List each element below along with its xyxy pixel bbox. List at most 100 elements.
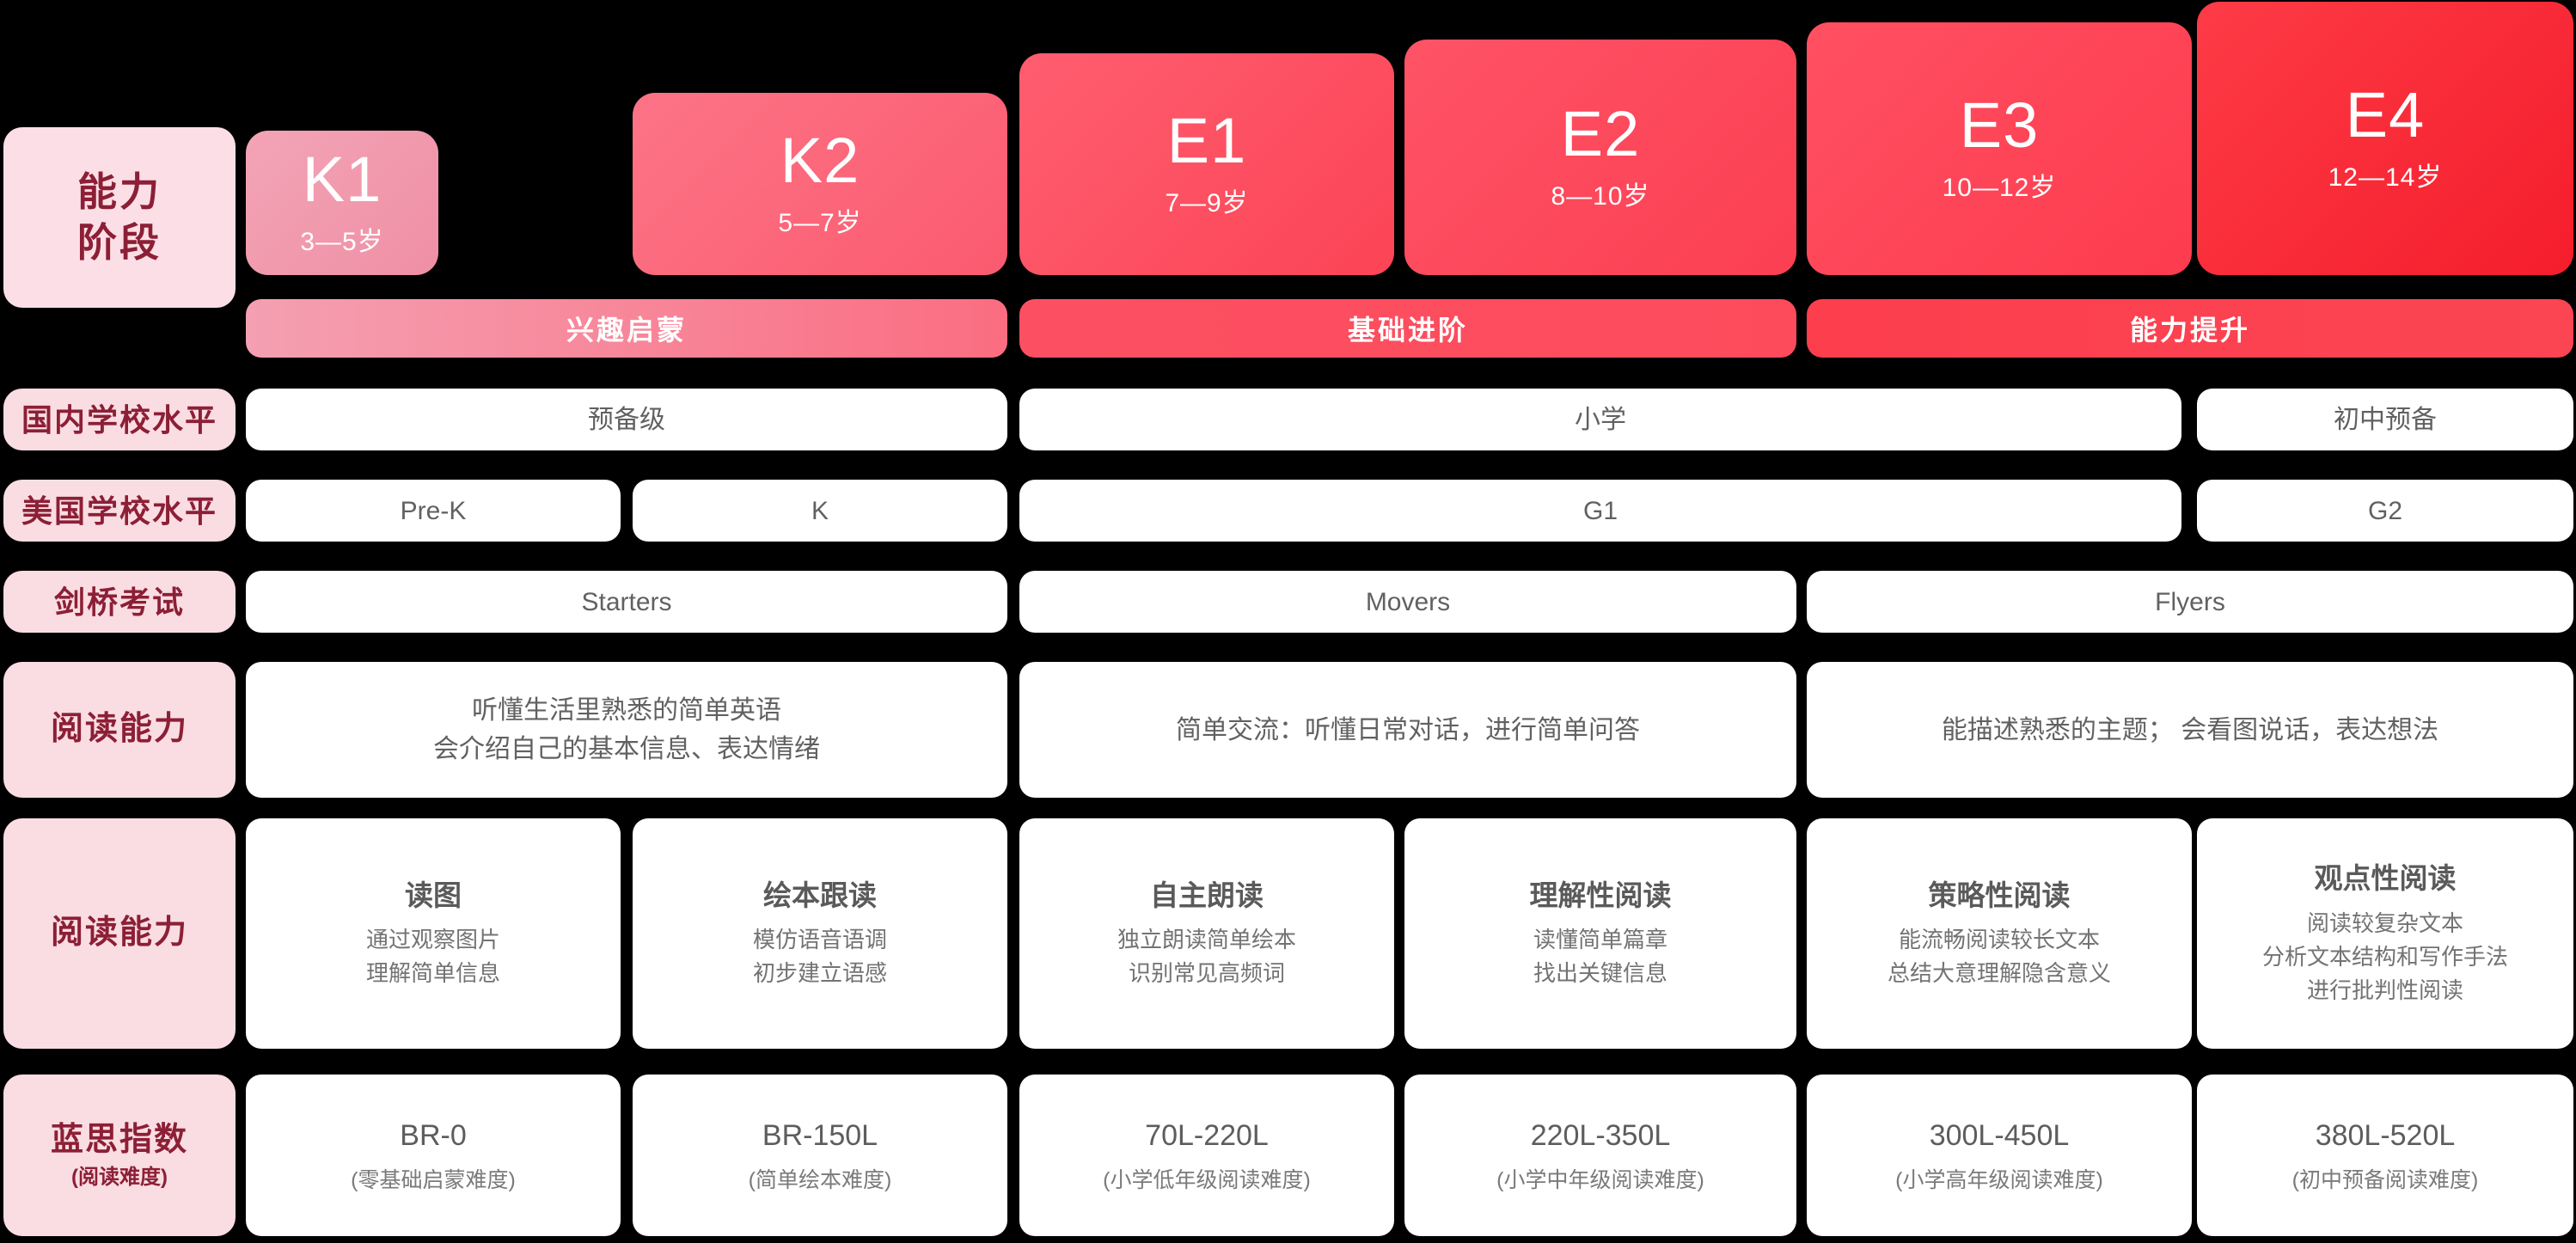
cell-us-g2: G2: [2197, 480, 2573, 542]
cell-us-prek: Pre-K: [246, 480, 621, 542]
stage-code: E1: [1166, 105, 1247, 176]
cell-title: 理解性阅读: [1529, 879, 1672, 911]
cell-value: 预备级: [588, 405, 665, 434]
cell-value: K: [811, 496, 829, 525]
cell-value: 能描述熟悉的主题； 会看图说话，表达想法: [1941, 715, 2439, 744]
group-band-label: 能力提升: [2129, 315, 2250, 346]
stage-code: E3: [1959, 89, 2040, 161]
cell-lexile-k2: BR-150L (简单绘本难度): [633, 1075, 1007, 1236]
group-band-foundation: 基础进阶: [1019, 299, 1796, 358]
row-label-us-school: 美国学校水平: [3, 480, 236, 542]
cell-reading-b-e2: 理解性阅读 读懂简单篇章 找出关键信息: [1404, 818, 1796, 1049]
stage-box-e2[interactable]: E2 8—10岁: [1404, 40, 1796, 275]
cell-reading-b-e3: 策略性阅读 能流畅阅读较长文本 总结大意理解隐含意义: [1807, 818, 2192, 1049]
cell-desc: 阅读较复杂文本 分析文本结构和写作手法 进行批判性阅读: [2261, 909, 2508, 1003]
stage-age: 10—12岁: [1942, 174, 2057, 202]
stage-box-e4[interactable]: E4 12—14岁: [2197, 2, 2573, 275]
row-label-reading-ability-a: 阅读能力: [3, 662, 236, 798]
row-sublabel-text: (阅读难度): [71, 1165, 168, 1189]
lexile-value: 300L-450L: [1929, 1118, 2070, 1152]
cell-reading-b-e1: 自主朗读 独立朗读简单绘本 识别常见高频词: [1019, 818, 1394, 1049]
stage-code: K2: [780, 125, 860, 196]
cell-cambridge-flyers: Flyers: [1807, 571, 2573, 633]
lexile-value: 220L-350L: [1530, 1118, 1671, 1152]
cell-domestic-preparatory: 预备级: [246, 389, 1007, 450]
stage-age: 8—10岁: [1551, 182, 1650, 211]
cell-lexile-k1: BR-0 (零基础启蒙难度): [246, 1075, 621, 1236]
lexile-value: 70L-220L: [1145, 1118, 1269, 1152]
cell-value: Pre-K: [400, 496, 467, 525]
cell-desc: 独立朗读简单绘本 识别常见高频词: [1117, 927, 1296, 987]
cell-lexile-e4: 380L-520L (初中预备阅读难度): [2197, 1075, 2573, 1236]
row-label-text: 国内学校水平: [21, 401, 217, 438]
lexile-value: BR-0: [400, 1118, 467, 1152]
cell-title: 策略性阅读: [1928, 879, 2071, 911]
corner-label-line1: 能力: [77, 169, 162, 215]
stage-code: E2: [1560, 98, 1641, 169]
cell-value: Movers: [1365, 587, 1451, 616]
lexile-note: (零基础启蒙难度): [351, 1168, 516, 1193]
row-label-cambridge: 剑桥考试: [3, 571, 236, 633]
stage-box-k1[interactable]: K1 3—5岁: [246, 131, 438, 275]
stage-box-e1[interactable]: E1 7—9岁: [1019, 53, 1394, 275]
cell-value: G1: [1582, 496, 1618, 525]
row-label-reading-ability-b: 阅读能力: [3, 818, 236, 1049]
cell-value: Flyers: [2155, 587, 2225, 616]
cell-value: 听懂生活里熟悉的简单英语 会介绍自己的基本信息、表达情绪: [433, 696, 820, 763]
stage-box-e3[interactable]: E3 10—12岁: [1807, 22, 2192, 275]
group-band-label: 兴趣启蒙: [566, 315, 687, 346]
stage-code: E4: [2345, 79, 2426, 150]
cell-value: G2: [2367, 496, 2403, 525]
stage-age: 5—7岁: [778, 209, 862, 237]
cell-value: 初中预备: [2334, 405, 2437, 434]
lexile-note: (小学低年级阅读难度): [1103, 1168, 1311, 1193]
cell-reading-b-k2: 绘本跟读 模仿语音语调 初步建立语感: [633, 818, 1007, 1049]
cell-reading-a-3: 能描述熟悉的主题； 会看图说话，表达想法: [1807, 662, 2573, 798]
cell-cambridge-starters: Starters: [246, 571, 1007, 633]
stage-age: 7—9岁: [1165, 189, 1249, 217]
cell-us-g1: G1: [1019, 480, 2181, 542]
lexile-note: (小学中年级阅读难度): [1496, 1168, 1704, 1193]
cell-lexile-e1: 70L-220L (小学低年级阅读难度): [1019, 1075, 1394, 1236]
cell-value: 简单交流：听懂日常对话，进行简单问答: [1176, 715, 1640, 744]
cell-reading-b-e4: 观点性阅读 阅读较复杂文本 分析文本结构和写作手法 进行批判性阅读: [2197, 818, 2573, 1049]
cell-title: 绘本跟读: [763, 879, 877, 911]
group-band-label: 基础进阶: [1347, 315, 1468, 346]
row-label-text: 美国学校水平: [21, 493, 217, 529]
row-label-text: 阅读能力: [50, 711, 188, 748]
cell-reading-a-1: 听懂生活里熟悉的简单英语 会介绍自己的基本信息、表达情绪: [246, 662, 1007, 798]
cell-cambridge-movers: Movers: [1019, 571, 1796, 633]
stage-code: K1: [302, 144, 382, 215]
cell-lexile-e3: 300L-450L (小学高年级阅读难度): [1807, 1075, 2192, 1236]
corner-stage-label: 能力 阶段: [3, 127, 236, 308]
cell-desc: 模仿语音语调 初步建立语感: [752, 927, 887, 987]
row-label-text: 剑桥考试: [53, 584, 185, 620]
row-label-lexile: 蓝思指数 (阅读难度): [3, 1075, 236, 1236]
lexile-note: (小学高年级阅读难度): [1895, 1168, 2103, 1193]
cell-domestic-primary: 小学: [1019, 389, 2181, 450]
cell-lexile-e2: 220L-350L (小学中年级阅读难度): [1404, 1075, 1796, 1236]
group-band-advance: 能力提升: [1807, 299, 2573, 358]
cell-title: 读图: [405, 879, 462, 911]
cell-value: Starters: [581, 587, 672, 616]
group-band-interest: 兴趣启蒙: [246, 299, 1007, 358]
stage-box-k2[interactable]: K2 5—7岁: [633, 93, 1007, 275]
cell-domestic-middle-prep: 初中预备: [2197, 389, 2573, 450]
row-label-text: 蓝思指数: [50, 1122, 188, 1159]
lexile-note: (简单绘本难度): [748, 1168, 892, 1193]
lexile-note: (初中预备阅读难度): [2291, 1168, 2479, 1193]
corner-label-line2: 阶段: [77, 220, 162, 265]
cell-desc: 能流畅阅读较长文本 总结大意理解隐含意义: [1887, 927, 2111, 987]
stage-age: 12—14岁: [2328, 163, 2443, 192]
lexile-value: BR-150L: [762, 1118, 878, 1152]
cell-value: 小学: [1575, 405, 1626, 434]
cell-reading-a-2: 简单交流：听懂日常对话，进行简单问答: [1019, 662, 1796, 798]
cell-desc: 读懂简单篇章 找出关键信息: [1533, 927, 1667, 987]
row-label-text: 阅读能力: [50, 915, 188, 952]
cell-title: 观点性阅读: [2314, 862, 2457, 895]
cell-title: 自主朗读: [1150, 879, 1264, 911]
stage-age: 3—5岁: [300, 228, 384, 256]
cell-desc: 通过观察图片 理解简单信息: [365, 927, 500, 987]
row-label-domestic-school: 国内学校水平: [3, 389, 236, 450]
